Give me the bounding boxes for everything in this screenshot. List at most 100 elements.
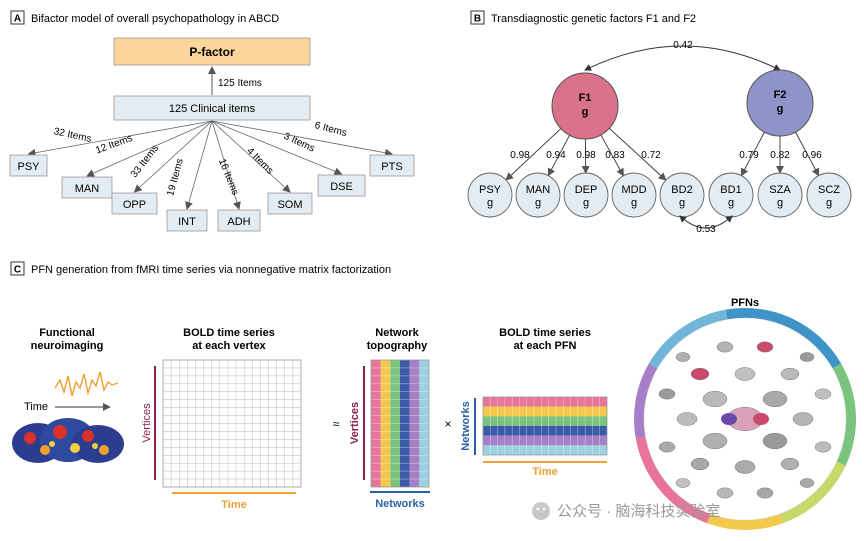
top-arrow-label: 125 Items: [218, 78, 262, 89]
vertex-time-label: Time: [221, 499, 246, 511]
pfn-brain-thumbnail: [690, 457, 710, 471]
pfn-brain-thumbnail: [675, 352, 691, 362]
pfn-brain-thumbnail: [814, 441, 832, 453]
indicator-g-sza: g: [777, 197, 783, 209]
clinical-items-box: [113, 95, 311, 121]
item-count-man: 12 Items: [94, 133, 134, 156]
f1-loading-man: 0.94: [546, 150, 566, 161]
panel-a-letter-box: [10, 10, 25, 25]
residual-label: 0.53: [696, 224, 716, 235]
node-label-opp: OPP: [123, 199, 146, 211]
pfn-brain-thumbnail: [780, 367, 800, 381]
item-arrow-som: [211, 120, 291, 193]
functional-time-label: Time: [24, 401, 48, 413]
indicator-label-sza: SZA: [769, 184, 791, 196]
pfn-network-row: [483, 397, 607, 407]
indicator-label-man: MAN: [526, 184, 551, 196]
bold-pfn-label-2: at each PFN: [514, 340, 577, 352]
node-label-int: INT: [178, 216, 196, 228]
pfn-ring-segment: [634, 363, 658, 439]
node-label-som: SOM: [277, 199, 302, 211]
indicator-label-bd1: BD1: [720, 184, 741, 196]
item-count-adh: 16 Items: [216, 157, 241, 197]
pfn-brain-thumbnail: [675, 478, 691, 488]
pfn-brain-thumbnail: [762, 390, 788, 408]
pfn-ring-segment: [832, 363, 856, 466]
approx-symbol: ≈: [333, 417, 340, 431]
node-box-opp: [111, 192, 158, 215]
pfn-brain-thumbnail: [799, 352, 815, 362]
bold-vertex-label-2: at each vertex: [192, 340, 266, 352]
indicator-label-dep: DEP: [575, 184, 598, 196]
item-arrow-pts: [211, 120, 393, 157]
indicator-label-mdd: MDD: [621, 184, 646, 196]
bold-pfn-label-1: BOLD time series: [499, 327, 591, 339]
times-symbol: ×: [444, 417, 451, 431]
clinical-items-label: 125 Clinical items: [169, 103, 256, 115]
pfn-ring-segment: [635, 436, 711, 524]
pfn-brain-thumbnail: [799, 478, 815, 488]
f2-loading-sza: 0.82: [770, 150, 790, 161]
f1-label: F1: [579, 92, 592, 104]
pfn-brain-thumbnail: [762, 432, 788, 450]
watermark-text: 公众号 · 脑海科技实验室: [557, 503, 720, 520]
f2-path-bd1: [740, 131, 765, 177]
indicator-circle-sza: [757, 172, 803, 218]
indicator-g-mdd: g: [631, 197, 637, 209]
pfn-network-row: [483, 445, 607, 455]
panel-b-indicators: 0.98PSYg0.94MANg0.98DEPg0.83MDDg0.72BD2g…: [467, 127, 852, 218]
f1-loading-bd2: 0.72: [641, 150, 661, 161]
wechat-icon: [532, 502, 550, 520]
panel-c-letter: C: [14, 265, 21, 276]
indicator-g-bd1: g: [728, 197, 734, 209]
pfn-networks-label: Networks: [460, 401, 472, 451]
indicator-label-scz: SCZ: [818, 184, 840, 196]
f1-path-bd2: [609, 127, 667, 181]
topography-label-1: Network: [375, 327, 419, 339]
pfn-brain-thumbnail: [716, 487, 734, 499]
bold-vertex-label-1: BOLD time series: [183, 327, 275, 339]
pfn-brain-thumbnail: [702, 432, 728, 450]
bold-signal-trace: [54, 371, 119, 397]
f1-path-man: [547, 134, 570, 177]
item-arrow-man: [86, 120, 213, 177]
panel-b: B Transdiagnostic genetic factors F1 and…: [467, 10, 852, 235]
watermark: 公众号 · 脑海科技实验室: [532, 502, 720, 520]
f2-loading-scz: 0.96: [802, 150, 822, 161]
panel-a: A Bifactor model of overall psychopathol…: [9, 10, 415, 232]
f1-path-psy: [505, 128, 562, 181]
bd2-bd1-residual-arrow: [679, 215, 733, 229]
topo-frame: [370, 359, 430, 488]
pfn-brain-thumbnail: [658, 388, 676, 400]
correlation-label: 0.42: [673, 40, 693, 51]
topo-networks-label: Networks: [375, 498, 425, 510]
item-count-int: 19 Items: [165, 157, 186, 197]
indicator-g-psy: g: [487, 197, 493, 209]
pfn-brain-thumbnail: [716, 341, 734, 353]
indicator-g-man: g: [535, 197, 541, 209]
topography-label-2: topography: [367, 340, 428, 352]
pfn-ring-segment: [648, 309, 728, 369]
panel-c: C PFN generation from fMRI time series v…: [10, 261, 856, 530]
pfn-brain-thumbnail: [756, 487, 774, 499]
indicator-g-dep: g: [583, 197, 589, 209]
pfn-network-row: [483, 406, 607, 417]
pfn-frame: [482, 396, 608, 456]
node-label-dse: DSE: [330, 181, 353, 193]
pfn-ring-segment: [707, 513, 783, 530]
item-count-opp: 33 Items: [129, 143, 161, 180]
pfn-time-label: Time: [532, 466, 557, 478]
item-arrow-psy: [27, 120, 213, 157]
f1-path-mdd: [600, 134, 624, 177]
panel-a-title: Bifactor model of overall psychopatholog…: [31, 13, 279, 25]
node-box-int: [166, 209, 208, 232]
pfns-title: PFNs: [731, 297, 759, 309]
panel-b-title: Transdiagnostic genetic factors F1 and F…: [491, 13, 696, 25]
pfn-brain-thumbnail: [690, 367, 710, 381]
pfn-brain-thumbnail: [658, 441, 676, 453]
item-arrow-int: [185, 120, 213, 210]
f1-loading-psy: 0.98: [510, 150, 530, 161]
pfn-brain-thumbnail: [792, 412, 814, 426]
